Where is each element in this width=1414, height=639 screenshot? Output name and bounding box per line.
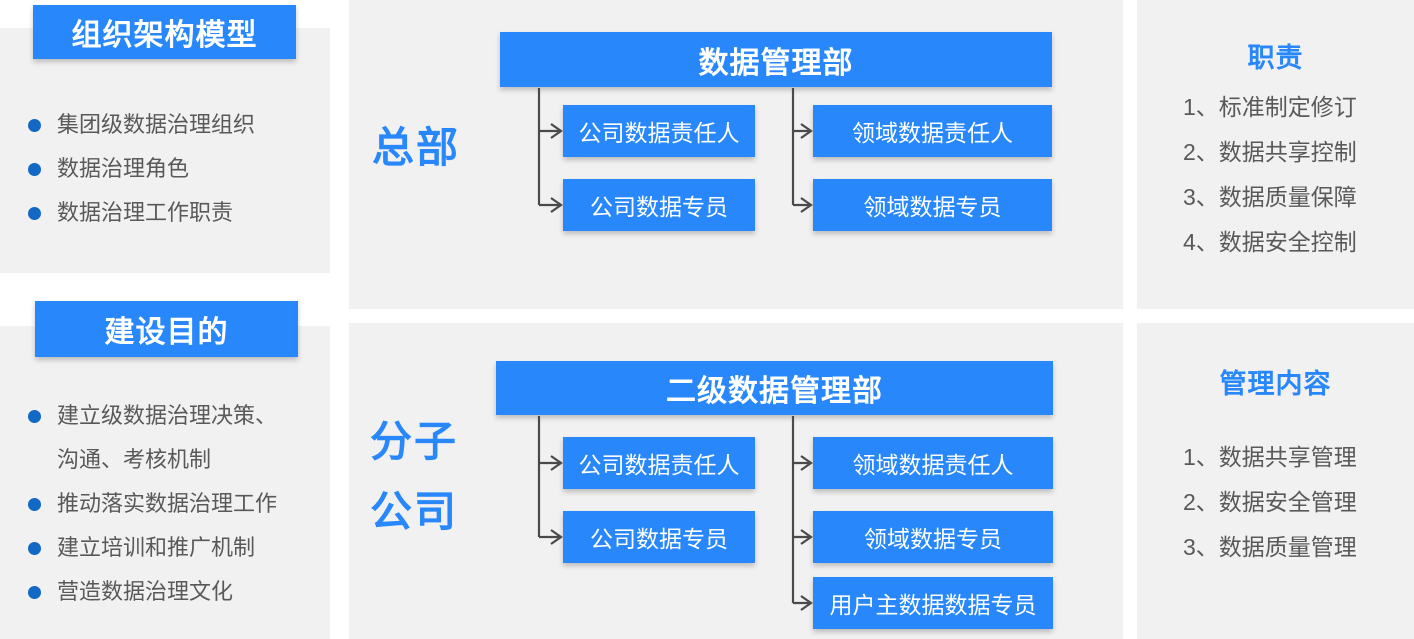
bullet-icon: [28, 207, 41, 220]
role-box: 领域数据责任人: [813, 105, 1052, 157]
list-item: 4、数据安全控制: [1183, 229, 1357, 255]
dept-box-subsidiary: 二级数据管理部: [496, 361, 1053, 415]
group-label-subsidiary: 分子 公司: [370, 418, 459, 535]
bullet-icon: [28, 586, 41, 599]
info-duties-panel: [1137, 0, 1414, 309]
list-item: 2、数据安全管理: [1183, 489, 1357, 515]
role-box: 公司数据责任人: [563, 105, 755, 157]
list-item: 推动落实数据治理工作: [22, 482, 292, 526]
list-item-label: 营造数据治理文化: [57, 579, 234, 604]
list-item-label: 数据治理工作职责: [57, 200, 234, 225]
list-item-label: 建立级数据治理决策、沟通、考核机制: [57, 403, 278, 472]
role-box: 用户主数据数据专员: [813, 577, 1053, 629]
purpose-list: 建立级数据治理决策、沟通、考核机制 推动落实数据治理工作 建立培训和推广机制 营…: [22, 394, 292, 614]
sidebar-header-org-model: 组织架构模型: [33, 5, 296, 59]
list-item: 数据治理工作职责: [22, 191, 312, 235]
list-item: 3、数据质量保障: [1183, 184, 1357, 210]
list-item-label: 推动落实数据治理工作: [57, 491, 278, 516]
bullet-icon: [28, 410, 41, 423]
list-item: 营造数据治理文化: [22, 570, 292, 614]
bullet-icon: [28, 163, 41, 176]
role-box: 领域数据责任人: [813, 437, 1053, 489]
list-item: 建立级数据治理决策、沟通、考核机制: [22, 394, 292, 482]
role-box: 领域数据专员: [813, 179, 1052, 231]
sidebar-top-panel: [0, 28, 330, 273]
role-box: 领域数据专员: [813, 511, 1053, 563]
duties-list: 1、标准制定修订 2、数据共享控制 3、数据质量保障 4、数据安全控制: [1183, 85, 1357, 265]
role-box: 公司数据专员: [563, 511, 755, 563]
list-item: 建立培训和推广机制: [22, 526, 292, 570]
sidebar-header-purpose: 建设目的: [35, 301, 298, 357]
sidebar-bottom-panel: [0, 326, 330, 639]
list-item-label: 集团级数据治理组织: [57, 112, 256, 137]
list-item: 数据治理角色: [22, 147, 312, 191]
role-box: 公司数据专员: [563, 179, 755, 231]
list-item: 2、数据共享控制: [1183, 139, 1357, 165]
management-list: 1、数据共享管理 2、数据安全管理 3、数据质量管理: [1183, 435, 1357, 570]
list-item: 1、数据共享管理: [1183, 444, 1357, 470]
bullet-icon: [28, 119, 41, 132]
bullet-icon: [28, 498, 41, 511]
list-item-label: 建立培训和推广机制: [57, 535, 256, 560]
list-item: 1、标准制定修订: [1183, 94, 1357, 120]
role-box: 公司数据责任人: [563, 437, 755, 489]
info-management-panel: [1137, 323, 1414, 639]
info-title-management: 管理内容: [1219, 369, 1332, 399]
list-item: 3、数据质量管理: [1183, 534, 1357, 560]
group-label-hq: 总部: [372, 124, 461, 171]
dept-box-hq: 数据管理部: [500, 32, 1052, 87]
org-model-list: 集团级数据治理组织 数据治理角色 数据治理工作职责: [22, 103, 312, 235]
bullet-icon: [28, 542, 41, 555]
list-item: 集团级数据治理组织: [22, 103, 312, 147]
info-title-duties: 职责: [1247, 43, 1304, 73]
list-item-label: 数据治理角色: [57, 156, 190, 181]
